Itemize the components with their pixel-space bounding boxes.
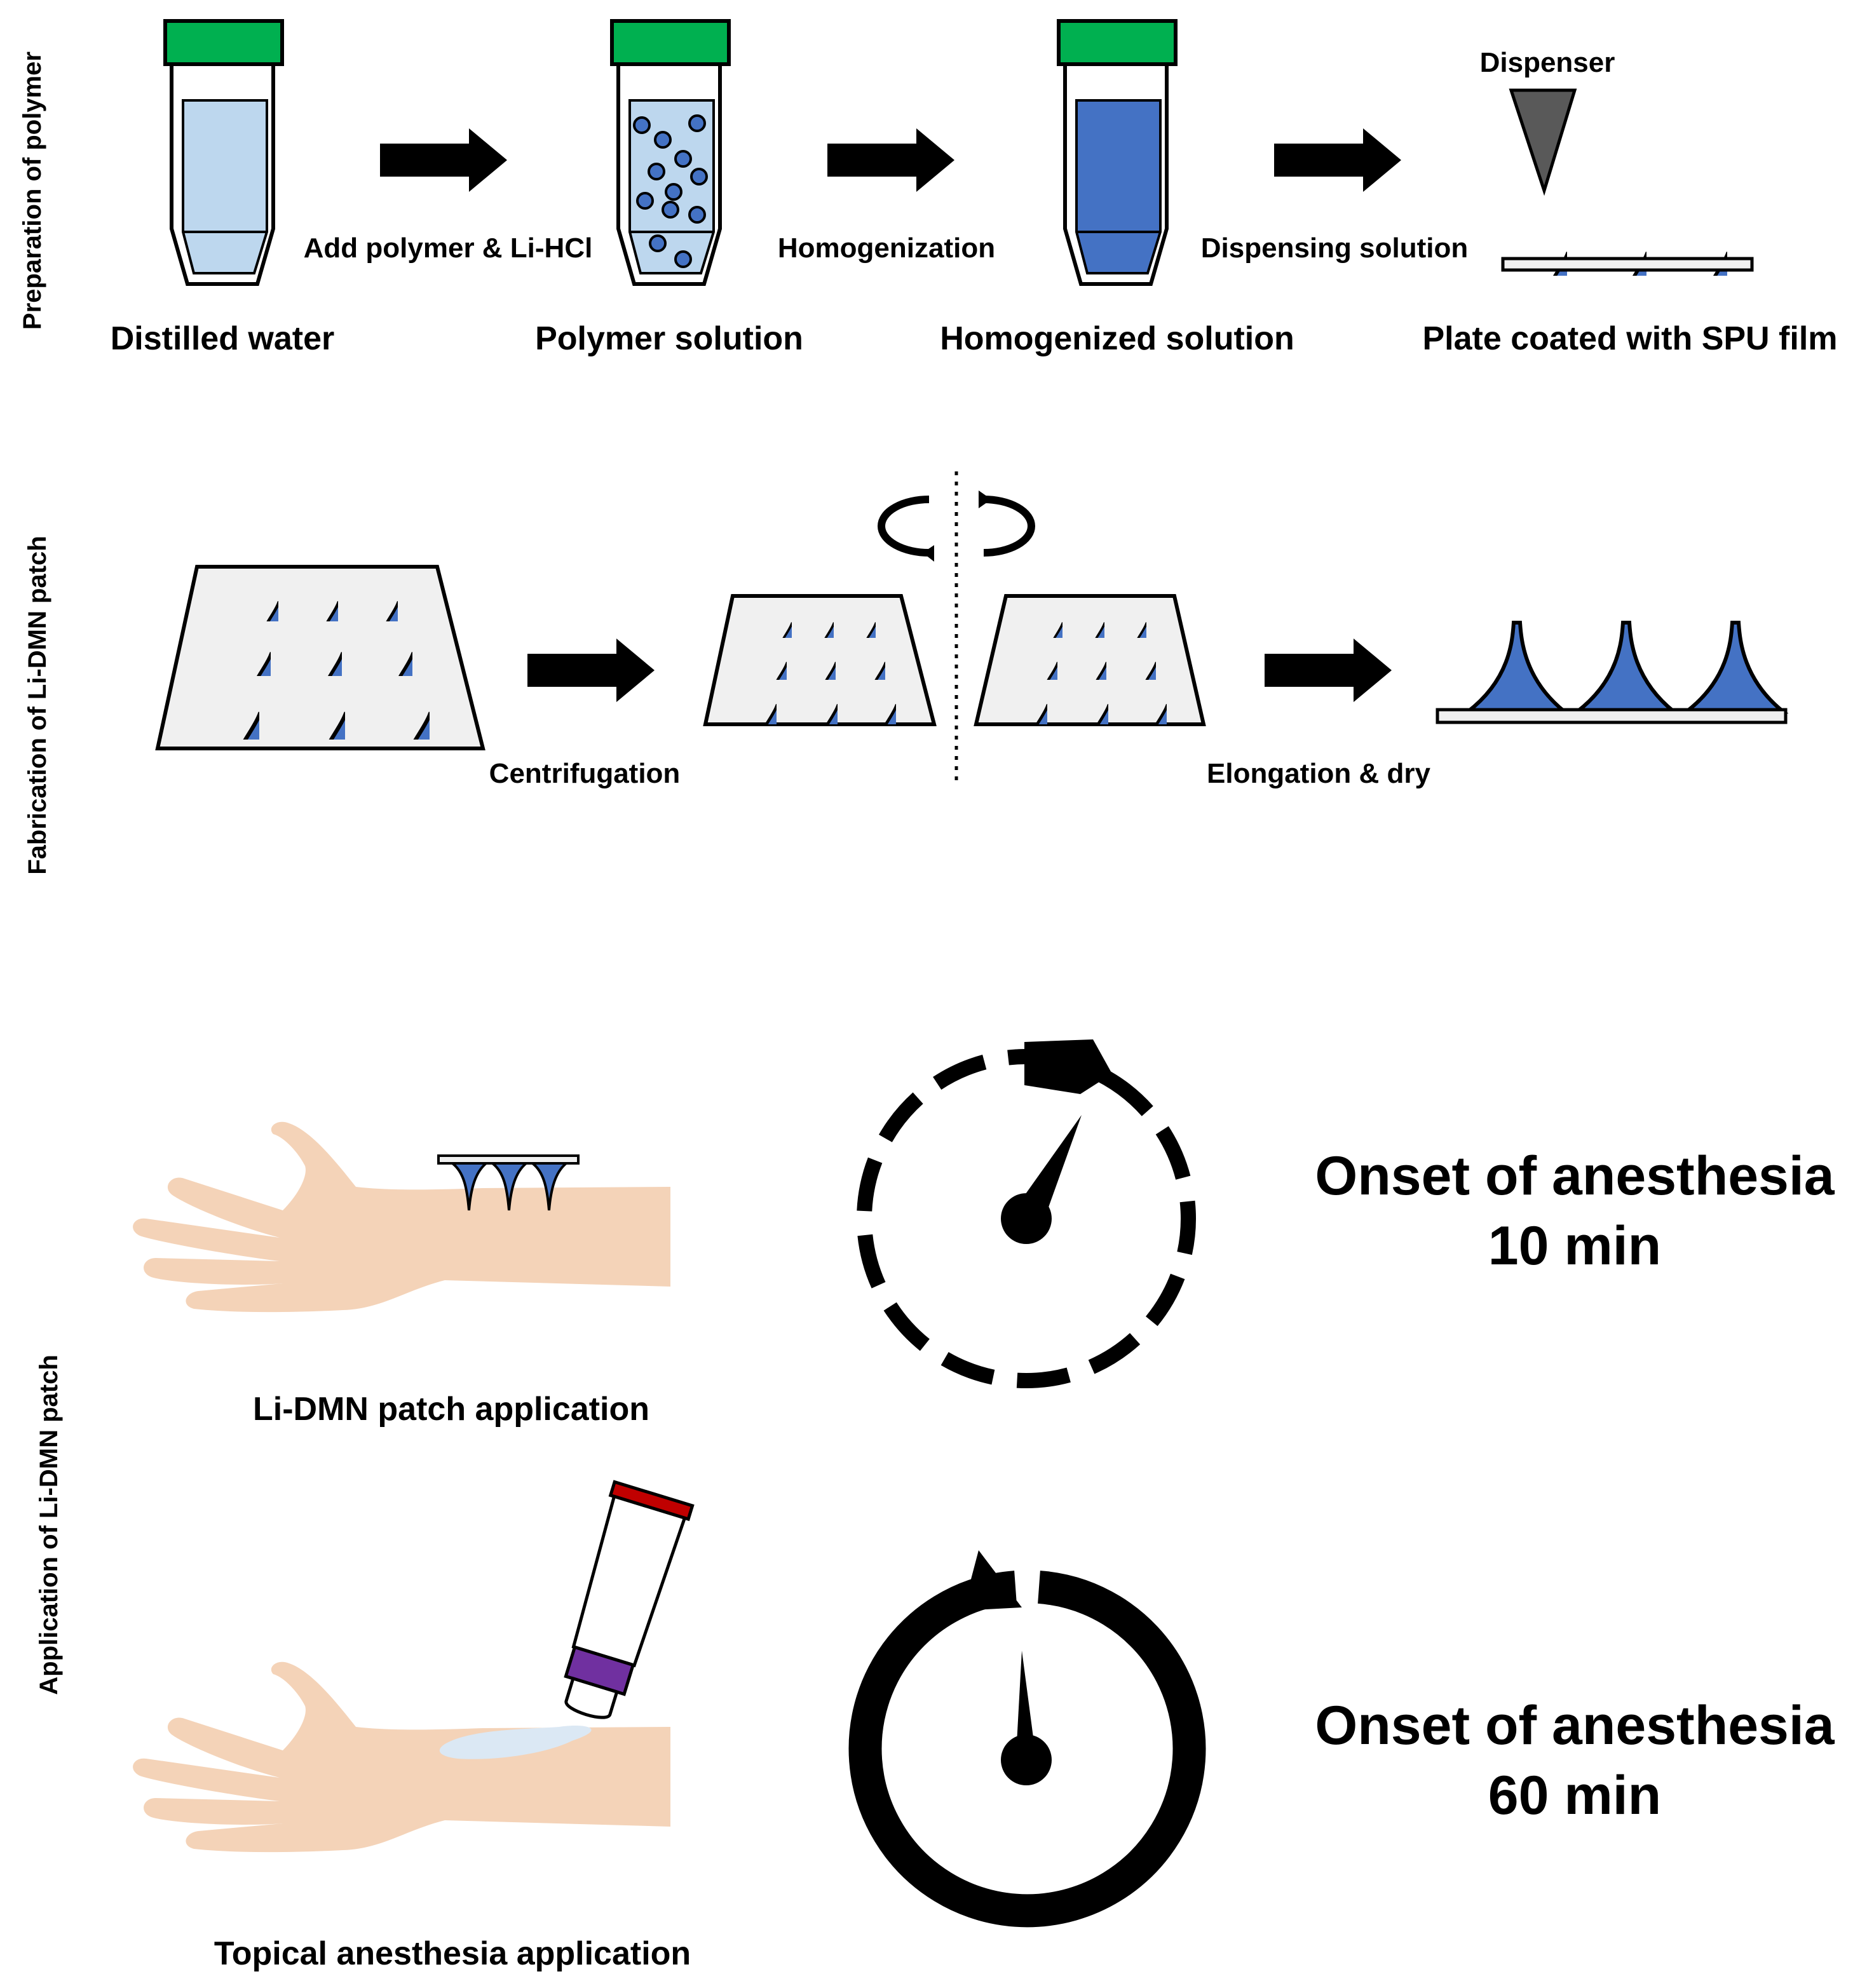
step-elongation: Elongation & dry	[1207, 758, 1431, 789]
cream-tube-icon	[564, 1480, 695, 1719]
step-dispensing: Dispensing solution	[1201, 233, 1468, 264]
dispenser-label: Dispenser	[1480, 47, 1615, 78]
onset-label-topical: Onset of anesthesia	[1315, 1695, 1835, 1756]
tube-polymer-solution	[610, 19, 731, 286]
section-label-fabrication: Fabrication of Li-DMN patch	[24, 536, 51, 874]
arm-with-patch	[133, 1121, 671, 1313]
tube-distilled-water	[163, 19, 284, 286]
step-centrifugation: Centrifugation	[489, 758, 681, 789]
arrow-elongation-icon	[1265, 639, 1392, 702]
step-add-polymer: Add polymer & Li-HCl	[304, 233, 593, 264]
step-homogenization: Homogenization	[778, 233, 995, 264]
onset-time-topical: 60 min	[1488, 1765, 1661, 1826]
section-label-application: Application of Li-DMN patch	[35, 1355, 63, 1695]
centrifuge-plate-right	[974, 594, 1206, 726]
arm-with-cream	[133, 1661, 671, 1853]
caption-coated-plate: Plate coated with SPU film	[1422, 320, 1837, 357]
dispenser-tip-icon	[1509, 88, 1577, 196]
caption-patch-application: Li-DMN patch application	[253, 1391, 649, 1428]
plate-with-drops	[155, 565, 485, 750]
timer-solid-icon	[848, 1550, 1206, 1928]
onset-time-patch: 10 min	[1488, 1215, 1661, 1276]
arrow-3-icon	[1274, 128, 1401, 192]
cream-gel	[439, 1726, 592, 1759]
section-label-preparation: Preparation of polymer	[18, 51, 46, 330]
coated-plate	[1501, 257, 1754, 272]
rotation-arrows-icon	[878, 490, 1035, 562]
arrow-centrifugation-icon	[527, 639, 655, 702]
caption-distilled-water: Distilled water	[111, 320, 335, 357]
onset-label-patch: Onset of anesthesia	[1315, 1146, 1835, 1207]
caption-homogenized-solution: Homogenized solution	[940, 320, 1294, 357]
timer-dashed-icon	[857, 1039, 1196, 1388]
caption-polymer-solution: Polymer solution	[535, 320, 803, 357]
caption-topical-application: Topical anesthesia application	[214, 1935, 691, 1972]
tube-homogenized-solution	[1057, 19, 1178, 286]
centrifuge-plate-left	[703, 594, 937, 726]
arrow-1-icon	[380, 128, 507, 192]
arrow-2-icon	[827, 128, 954, 192]
microneedle-patch	[1436, 621, 1789, 724]
